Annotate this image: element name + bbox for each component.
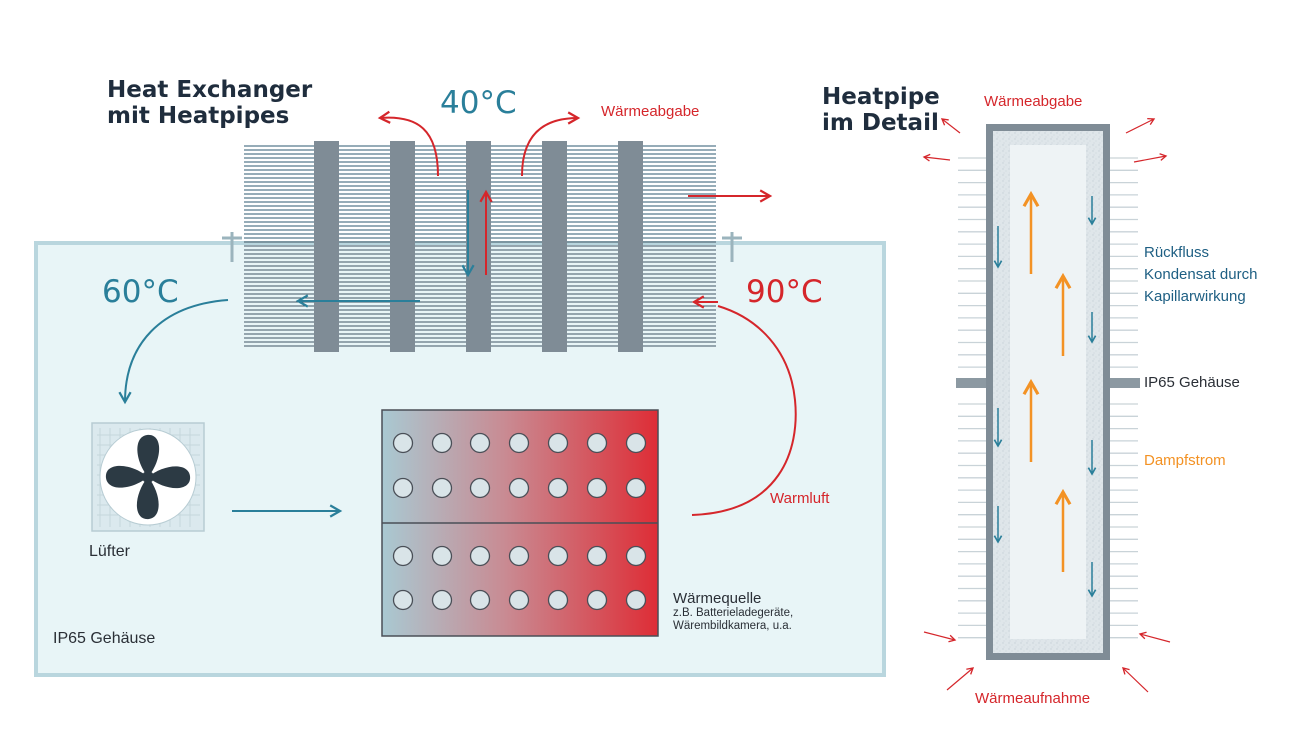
heat-source-hole [431,589,453,611]
vapor-flow-label: Dampfstrom [1144,452,1226,469]
fan-icon [91,422,205,532]
mount-bracket-right [722,232,742,262]
heat-source-hole [431,477,453,499]
pipe-heat-intake-label: Wärmeaufnahme [975,690,1091,707]
temp-left-label: 60°C [102,274,179,310]
heat-pipe [466,141,491,352]
condensate-return-arrows [993,196,1097,598]
heat-source-hole [625,432,647,454]
heat-release-label: Wärmeabgabe [601,103,700,120]
return-label-line1: Rückfluss [1144,244,1210,261]
heat-source-hole [625,545,647,567]
heat-source-hole [508,432,530,454]
enclosure-label: IP65 Gehäuse [53,630,156,647]
heat-source-hole [586,589,608,611]
left-title-line1: Heat Exchanger [107,77,313,103]
right-title: Heatpipe im Detail [822,84,940,137]
heat-pipe-columns [314,141,643,352]
heat-source-hole [392,589,414,611]
heat-pipe [542,141,567,352]
heat-source-hole [586,432,608,454]
heat-out-curve-right [521,111,581,177]
heat-out-curve-left [377,110,439,177]
heat-source-hole [469,589,491,611]
cool-air-to-fan-arrow [118,299,229,405]
heat-source-example-1: z.B. Batterieladegeräte, [673,607,794,620]
right-title-line2: im Detail [822,110,939,137]
temp-top-label: 40°C [440,85,517,121]
heat-intake-arrows [923,631,1171,693]
heat-source-hole [586,477,608,499]
heat-source-hole [469,432,491,454]
heat-source-hole [469,477,491,499]
warm-air-return-arrow [691,305,797,516]
heat-pipe [618,141,643,352]
heat-pipe [390,141,415,352]
return-label-line3: Kapillarwirkung [1144,288,1246,305]
pipe-detail-fins [958,157,1138,639]
heat-source-hole [431,545,453,567]
condensate-return-label: Rückfluss Kondensat durch Kapillarwirkun… [1144,242,1257,308]
heat-source-hole [392,432,414,454]
pipe-heat-release-label: Wärmeabgabe [984,93,1083,110]
return-label-line2: Kondensat durch [1144,266,1258,283]
heat-source-label: Wärmequelle z.B. Batterieladegeräte, Wär… [673,590,793,634]
heat-source-block [381,409,659,637]
right-title-line1: Heatpipe [822,84,940,110]
heat-source-hole [586,545,608,567]
heat-source-hole [392,545,414,567]
left-title: Heat Exchanger mit Heatpipes [107,77,312,130]
heat-source-hole [547,545,569,567]
heat-release-arrows [922,117,1168,163]
heat-source-hole [547,589,569,611]
mount-bracket-left [222,232,242,262]
heat-source-hole [625,477,647,499]
heat-source-title: Wärmequelle [673,590,762,607]
vapor-flow-arrows [1022,190,1072,572]
heat-source-hole [508,589,530,611]
heat-pipe-vapor-core [1010,145,1086,639]
heat-source-hole [508,545,530,567]
heat-source-hole [469,545,491,567]
heat-source-hole [547,477,569,499]
heat-source-hole [625,589,647,611]
heat-pipe [314,141,339,352]
temp-right-label: 90°C [746,274,823,310]
heat-source-hole [392,477,414,499]
heat-source-hole [547,432,569,454]
left-title-line2: mit Heatpipes [107,103,290,130]
heat-source-hole [431,432,453,454]
fan-label: Lüfter [89,543,130,560]
pipe-enclosure-label: IP65 Gehäuse [1144,374,1240,391]
warm-air-label: Warmluft [770,490,830,507]
heat-source-hole [508,477,530,499]
heat-source-example-2: Wärembildkamera, u.a. [673,620,792,633]
